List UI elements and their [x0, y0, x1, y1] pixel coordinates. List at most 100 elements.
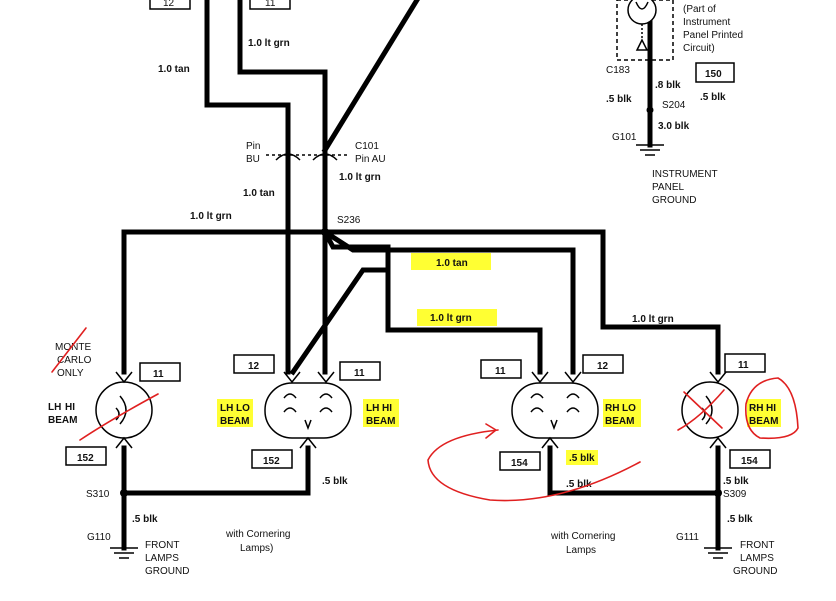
with-cornering-right-2: Lamps	[566, 545, 596, 556]
front-lamps-ground-left-3: GROUND	[145, 566, 189, 577]
front-lamps-ground-right-3: GROUND	[733, 566, 777, 577]
instrument-panel-lamp	[616, 0, 674, 61]
highlight-5-blk	[566, 450, 598, 465]
highlight-rh-lo-beam	[603, 399, 641, 427]
wire-5-blk-a: .5 blk	[606, 94, 632, 105]
ground-g111	[704, 547, 732, 559]
rh-lo-label-lo: LO	[622, 403, 636, 414]
ground-g110	[110, 547, 138, 559]
front-lamps-ground-right-1: FRONT	[740, 540, 774, 551]
rh-lo-beam-lamp	[511, 371, 599, 449]
connector-c101	[266, 153, 347, 161]
c183-label: C183	[606, 65, 630, 76]
wire-5-blk-g110: .5 blk	[132, 514, 158, 525]
wire-5-blk-highlighted: .5 blk	[569, 453, 595, 464]
s309-label: S309	[723, 489, 747, 500]
rh-hi-beam-lamp	[681, 371, 739, 449]
highlight-lh-hi-beam	[363, 399, 399, 427]
s310-label: S310	[86, 489, 110, 500]
circuit-12-b: 12	[597, 361, 609, 372]
splice-s204	[646, 106, 654, 114]
splice-s236	[321, 228, 329, 236]
wire-3-0-blk: 3.0 blk	[658, 121, 690, 132]
wire-1-0-lt-grn-right: 1.0 lt grn	[632, 314, 674, 325]
lh-hi2-label-hi: HI	[382, 403, 392, 414]
wire-5-blk-g111: .5 blk	[727, 514, 753, 525]
circuit-11-c: 11	[495, 366, 506, 377]
circuit-11-b: 11	[354, 368, 365, 379]
with-cornering-left-2: Lamps)	[240, 543, 273, 554]
circuit-12-a: 12	[248, 361, 260, 372]
carlo-label: CARLO	[57, 355, 92, 366]
lh-hi-label-beam: BEAM	[48, 415, 77, 426]
wire-8-blk: .8 blk	[655, 80, 681, 91]
splice-s309	[714, 489, 722, 497]
lh-lo-label-beam: BEAM	[220, 416, 249, 427]
pin-label: Pin	[246, 141, 260, 152]
wire-1-0-tan-highlighted: 1.0 tan	[436, 258, 468, 269]
wire-1-0-lt-grn-highlighted: 1.0 lt grn	[430, 313, 472, 324]
wire-5-blk-lh-lamp: .5 blk	[322, 476, 348, 487]
with-cornering-right-1: with Cornering	[550, 531, 615, 542]
highlight-lh-lo-beam	[217, 399, 253, 427]
circuit-154-a: 154	[511, 458, 528, 469]
wire-1-0-lt-grn-left: 1.0 lt grn	[190, 211, 232, 222]
part-of-label: (Part of	[683, 4, 716, 15]
panel-printed-label: Panel Printed	[683, 30, 743, 41]
circuit-11-d: 11	[738, 360, 749, 371]
highlight-rh-hi-beam	[747, 399, 781, 427]
lh-hi2-label-beam: BEAM	[366, 416, 395, 427]
rh-hi-label-beam: BEAM	[749, 416, 778, 427]
rh-lo-label-rh: RH	[605, 403, 619, 414]
circuit-152-b: 152	[263, 456, 280, 467]
instrument-panel-ground-3: GROUND	[652, 195, 696, 206]
circuit-152-a: 152	[77, 453, 94, 464]
wire-1-0-tan-top: 1.0 tan	[158, 64, 190, 75]
only-label: ONLY	[57, 368, 84, 379]
circuit-label: Circuit)	[683, 43, 715, 54]
g111-label: G111	[676, 532, 699, 543]
wire-1-0-tan-mid: 1.0 tan	[243, 188, 275, 199]
with-cornering-left-1: with Cornering	[225, 529, 290, 540]
s236-label: S236	[337, 215, 361, 226]
wires	[121, 0, 721, 551]
instrument-panel-ground-1: INSTRUMENT	[652, 169, 718, 180]
pin-au-label: Pin AU	[355, 154, 386, 165]
ground-g101	[636, 144, 664, 156]
bu-label: BU	[246, 154, 260, 165]
lh-hi-label-lh: LH	[48, 402, 61, 413]
splice-s310	[120, 489, 128, 497]
g101-label: G101	[612, 132, 637, 143]
wire-1-0-lt-grn-mid: 1.0 lt grn	[339, 172, 381, 183]
circuit-154-b: 154	[741, 456, 758, 467]
wire-5-blk-s309: .5 blk	[723, 476, 749, 487]
wire-5-blk-rh-lamp: .5 blk	[566, 479, 592, 490]
monte-label: MONTE	[55, 342, 91, 353]
top-left-number: 12	[163, 0, 175, 9]
front-lamps-ground-left-2: LAMPS	[145, 553, 179, 564]
rh-lo-label-beam: BEAM	[605, 416, 634, 427]
instrument-label: Instrument	[683, 17, 730, 28]
circuit-11-a: 11	[153, 369, 164, 380]
wire-5-blk-b: .5 blk	[700, 92, 726, 103]
highlight-1-0-tan	[411, 253, 491, 270]
g110-label: G110	[87, 532, 111, 543]
front-lamps-ground-left-1: FRONT	[145, 540, 179, 551]
lh-hi-beam-lamp	[95, 371, 153, 449]
wire-1-0-lt-grn-top: 1.0 lt grn	[248, 38, 290, 49]
lh-lo-label-lo: LO	[236, 403, 250, 414]
red-annotations	[51, 327, 799, 502]
top-mid-number: 11	[265, 0, 276, 9]
rh-hi-label-hi: HI	[766, 403, 776, 414]
lh-lo-label-lh: LH	[220, 403, 233, 414]
highlight-1-0-lt-grn	[417, 309, 497, 326]
circuit-150-label: 150	[705, 69, 722, 80]
lh-hi-label-hi: HI	[65, 402, 75, 413]
rh-hi-label-rh: RH	[749, 403, 763, 414]
lh-lo-hi-beam-lamp	[264, 371, 352, 449]
front-lamps-ground-right-2: LAMPS	[740, 553, 774, 564]
lh-hi2-label-lh: LH	[366, 403, 379, 414]
c101-label: C101	[355, 141, 379, 152]
instrument-panel-ground-2: PANEL	[652, 182, 684, 193]
